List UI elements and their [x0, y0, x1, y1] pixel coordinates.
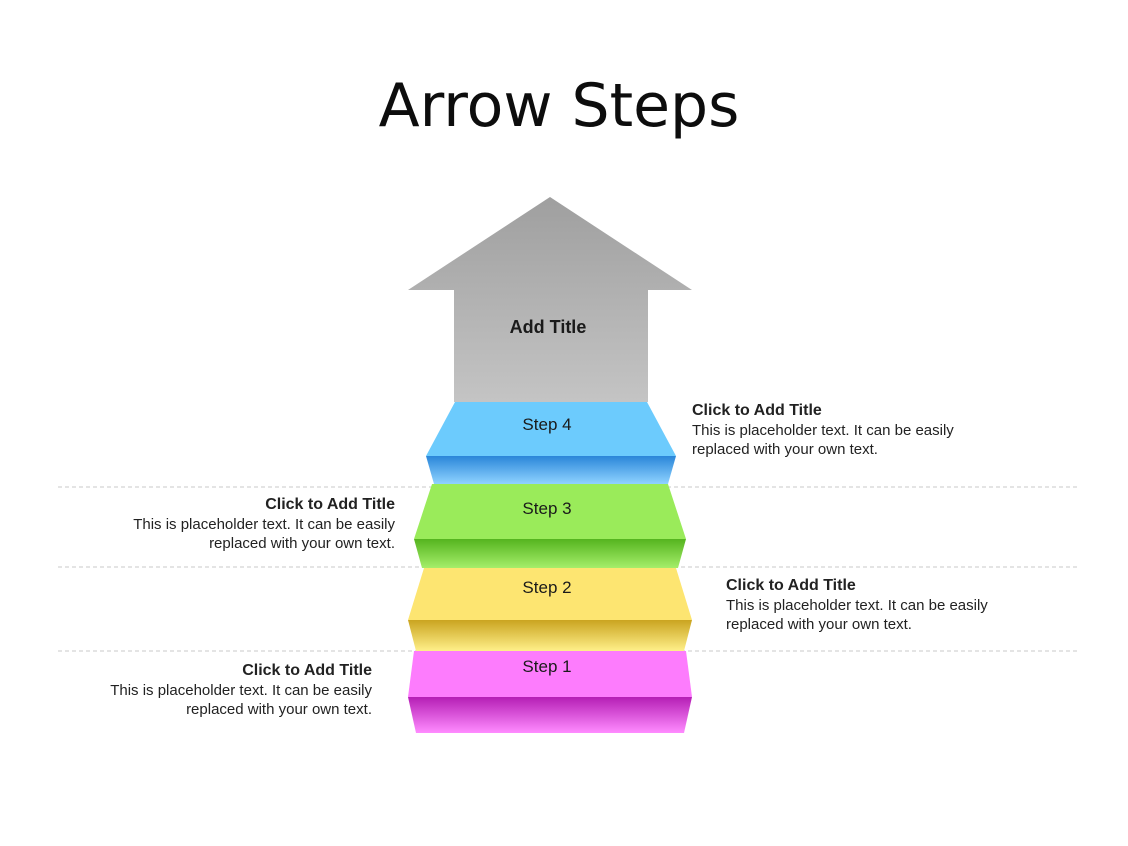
step-4-block [426, 402, 676, 484]
step-1-block [408, 651, 692, 733]
callout-body-line: This is placeholder text. It can be easi… [133, 516, 395, 533]
callout-title: Click to Add Title [242, 662, 372, 679]
step-3-block [414, 484, 686, 568]
callout-body-line: This is placeholder text. It can be easi… [110, 682, 372, 699]
callout-body-line: replaced with your own text. [186, 701, 372, 718]
callout-body-line: replaced with your own text. [726, 616, 912, 633]
step-4-label[interactable]: Step 4 [522, 415, 572, 434]
callout-step-1[interactable]: Click to Add Title This is placeholder t… [72, 661, 372, 719]
slide-title: Arrow Steps [378, 71, 740, 141]
arrow-shape [408, 197, 692, 402]
callout-body-line: replaced with your own text. [209, 535, 395, 552]
arrow-title[interactable]: Add Title [509, 317, 587, 337]
callout-step-4[interactable]: Click to Add Title This is placeholder t… [692, 401, 992, 459]
callout-body-line: This is placeholder text. It can be easi… [692, 422, 954, 439]
callout-step-2[interactable]: Click to Add Title This is placeholder t… [726, 576, 1026, 634]
callout-title: Click to Add Title [726, 577, 856, 594]
callout-body-line: replaced with your own text. [692, 441, 878, 458]
callout-title: Click to Add Title [692, 402, 822, 419]
step-3-label[interactable]: Step 3 [522, 499, 572, 518]
step-2-block [408, 568, 692, 651]
callout-step-3[interactable]: Click to Add Title This is placeholder t… [95, 495, 395, 553]
callout-title: Click to Add Title [265, 496, 395, 513]
step-2-label[interactable]: Step 2 [522, 578, 572, 597]
callout-body-line: This is placeholder text. It can be easi… [726, 597, 988, 614]
step-1-label[interactable]: Step 1 [522, 657, 572, 676]
